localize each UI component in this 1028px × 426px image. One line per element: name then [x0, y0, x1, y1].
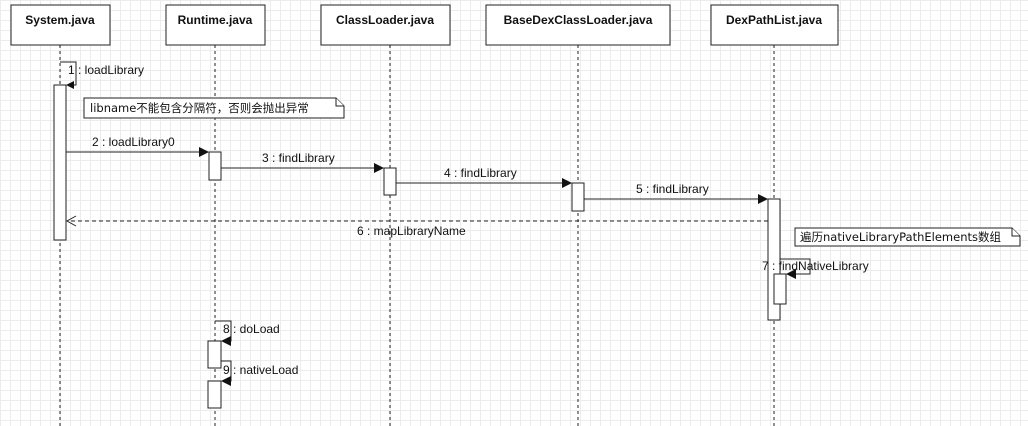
message-3[interactable]: 3 : findLibrary	[221, 151, 384, 173]
note-text: 遍历nativeLibraryPathElements数组	[800, 230, 1001, 244]
message-label: 9 : nativeLoad	[223, 363, 298, 377]
message-label: 8 : doLoad	[223, 322, 280, 336]
note-text: libname不能包含分隔符，否则会抛出异常	[90, 101, 309, 115]
activation-runtime-3	[207, 380, 222, 409]
participant-basedex[interactable]: BaseDexClassLoader.java	[485, 4, 671, 46]
activation-runtime-2	[207, 340, 222, 369]
participant-label: ClassLoader.java	[336, 13, 434, 27]
activation-dexpath-inner	[773, 273, 787, 305]
note-libname[interactable]: libname不能包含分隔符，否则会抛出异常	[83, 97, 345, 119]
message-1[interactable]: 1 : loadLibrary	[60, 61, 144, 89]
participant-runtime[interactable]: Runtime.java	[165, 4, 266, 46]
participant-label: BaseDexClassLoader.java	[504, 13, 653, 27]
message-label: 7 : findNativeLibrary	[762, 259, 869, 273]
message-8[interactable]: 8 : doLoad	[215, 320, 280, 346]
message-label: 6 : mapLibraryName	[357, 224, 466, 238]
message-5[interactable]: 5 : findLibrary	[584, 182, 768, 204]
participant-classloader[interactable]: ClassLoader.java	[320, 4, 451, 46]
activation-classloader	[383, 167, 397, 196]
message-label: 3 : findLibrary	[262, 151, 335, 165]
activation-system	[53, 84, 67, 241]
message-4[interactable]: 4 : findLibrary	[396, 166, 572, 188]
activation-basedex	[571, 182, 585, 212]
message-2[interactable]: 2 : loadLibrary0	[66, 135, 209, 157]
message-7[interactable]: 7 : findNativeLibrary	[762, 258, 869, 279]
message-label: 4 : findLibrary	[444, 166, 517, 180]
message-label: 2 : loadLibrary0	[92, 135, 175, 149]
participant-label: DexPathList.java	[726, 13, 822, 27]
message-label: 1 : loadLibrary	[68, 63, 144, 77]
message-6[interactable]: 6 : mapLibraryName	[65, 215, 768, 238]
participant-label: System.java	[25, 13, 95, 27]
message-label: 5 : findLibrary	[636, 182, 709, 196]
activation-runtime-1	[208, 151, 222, 181]
participant-dexpath[interactable]: DexPathList.java	[710, 4, 839, 46]
participant-system[interactable]: System.java	[10, 4, 111, 46]
participant-label: Runtime.java	[178, 13, 253, 27]
note-traverse[interactable]: 遍历nativeLibraryPathElements数组	[794, 227, 1021, 247]
message-9[interactable]: 9 : nativeLoad	[221, 360, 298, 386]
